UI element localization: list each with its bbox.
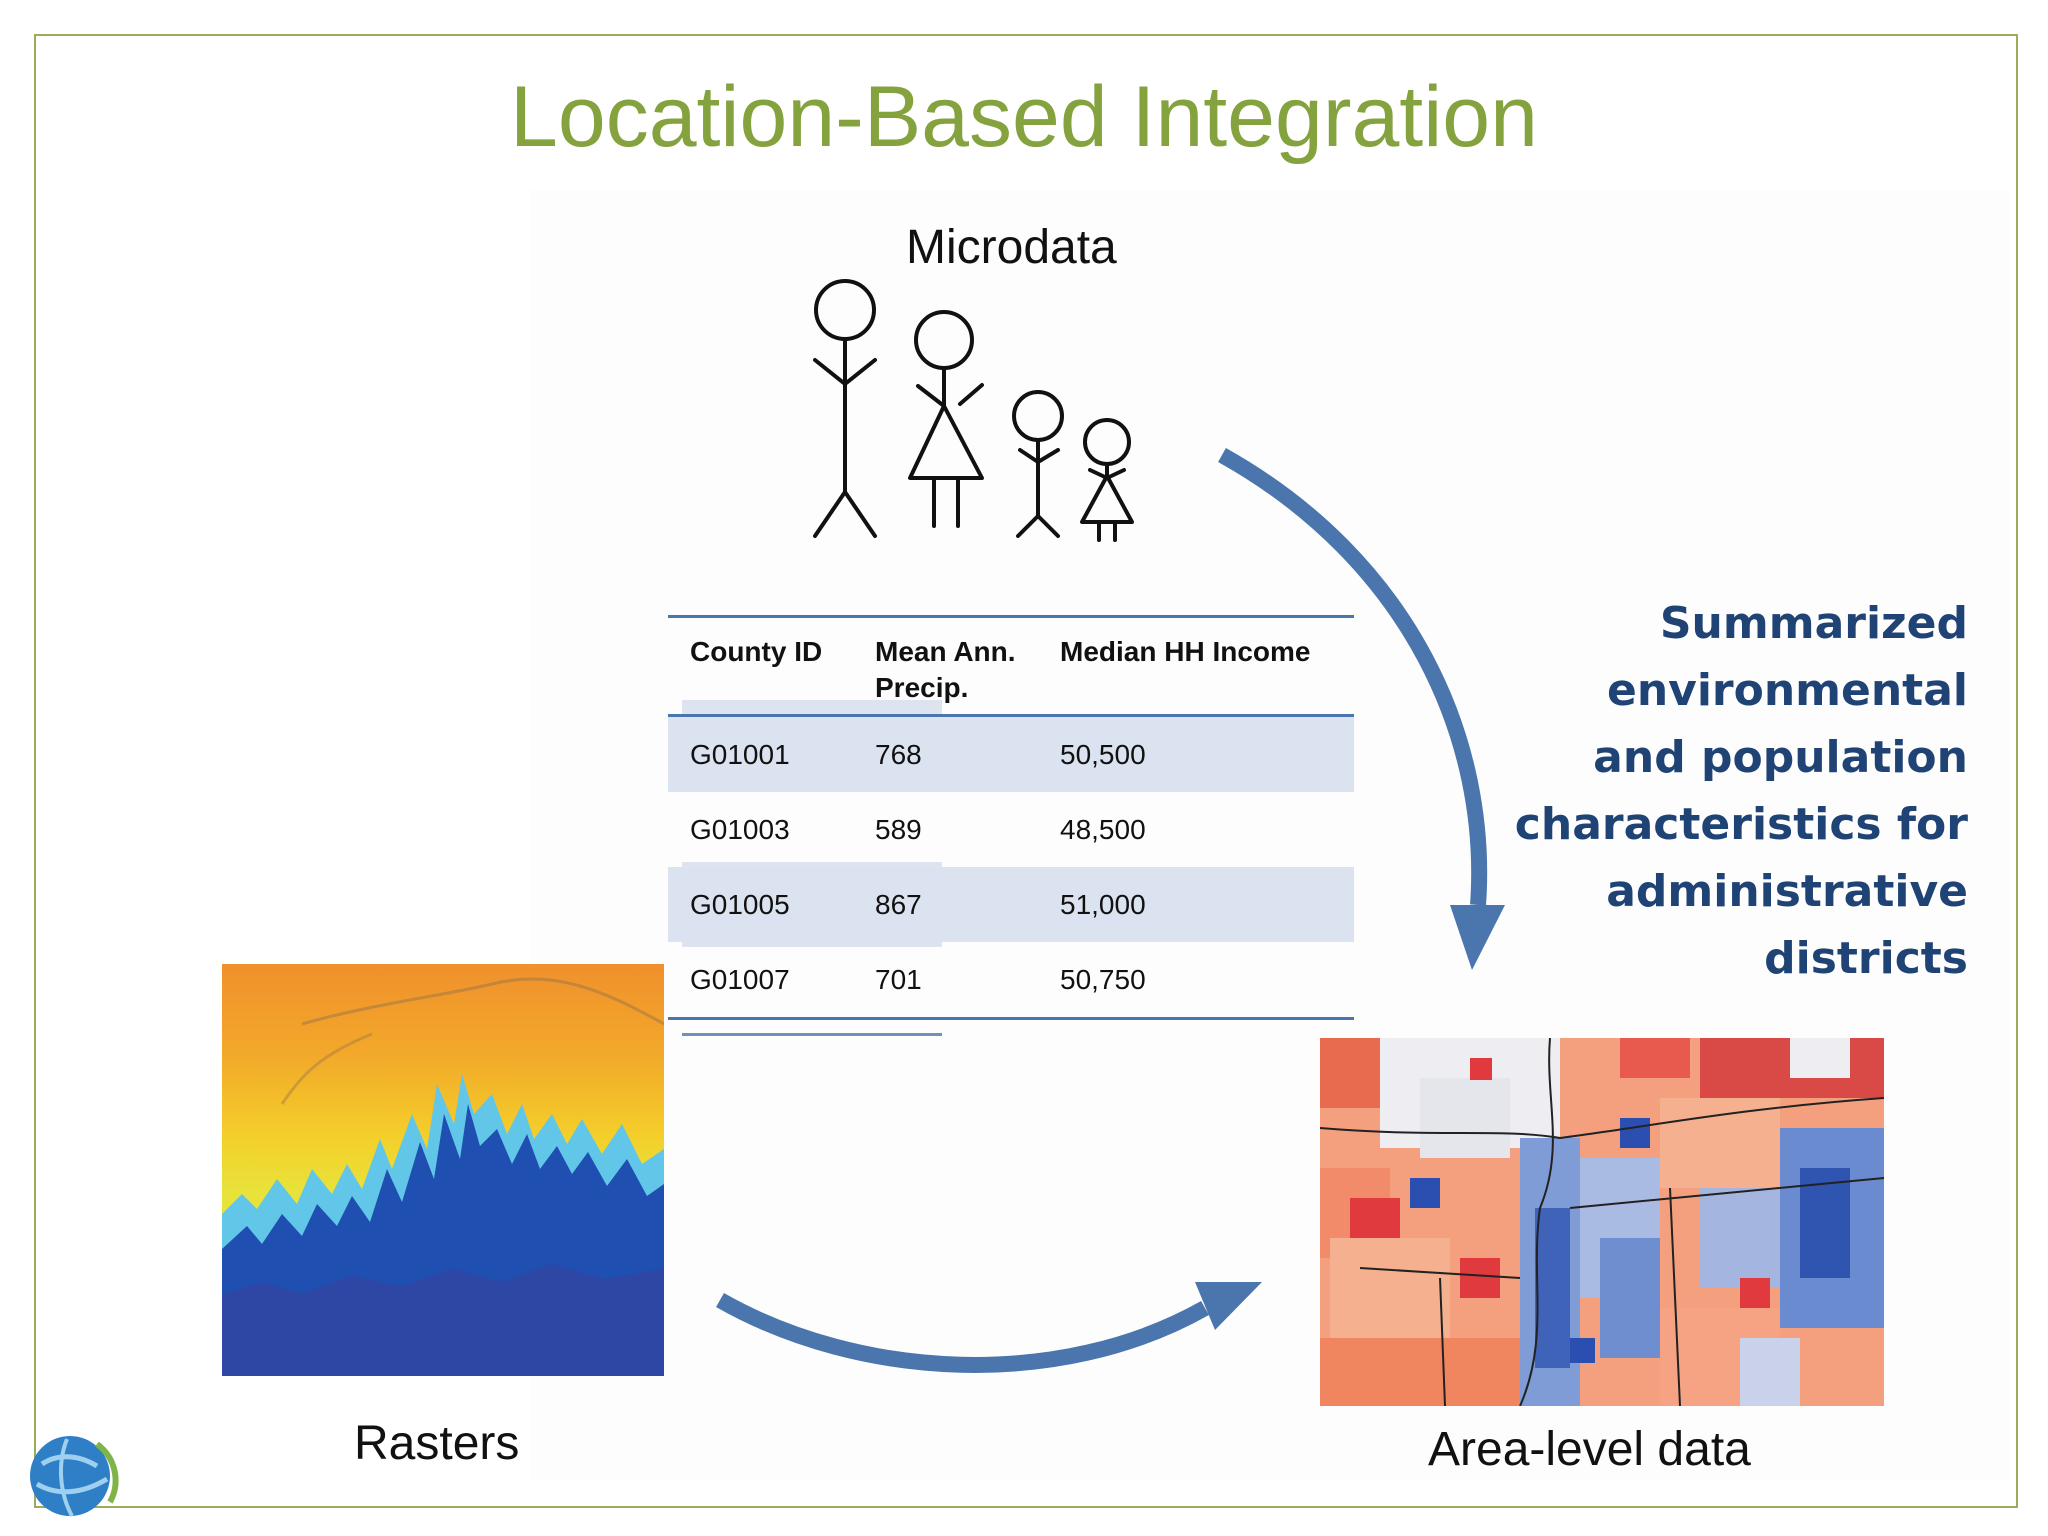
table-cell: 589 — [875, 813, 922, 845]
table-row: G01001 768 50,500 — [668, 715, 1354, 792]
table-row: G01003 589 48,500 — [668, 792, 1354, 867]
table-cell: 50,500 — [1038, 715, 1354, 792]
slide-title: Location-Based Integration — [510, 69, 1538, 165]
county-data-table: County ID Mean Ann. Precip. Median HH In… — [668, 615, 1354, 1020]
elevation-raster-map — [222, 964, 664, 1376]
summary-line: districts — [1764, 933, 1968, 984]
summary-line: administrative — [1606, 866, 1968, 917]
summary-line: and population — [1593, 732, 1968, 783]
table-cell: G01003 — [690, 813, 790, 845]
table-cell: 48,500 — [1060, 813, 1146, 845]
header-mean-precip: Mean Ann. Precip. — [853, 615, 1038, 716]
county-choropleth-map — [1320, 1038, 1884, 1406]
table-cell: 867 — [853, 867, 1038, 942]
summary-line: characteristics for — [1514, 799, 1968, 850]
slide-frame — [34, 34, 2018, 1508]
table-cell: G01001 — [668, 715, 853, 792]
summary-line: Summarized — [1659, 598, 1968, 649]
table-cell: 50,750 — [1038, 942, 1354, 1020]
area-level-label: Area-level data — [1428, 1423, 1751, 1476]
table-header-row: County ID Mean Ann. Precip. Median HH In… — [668, 615, 1354, 716]
globe-logo-icon — [30, 1436, 119, 1517]
table-ghost-rule — [682, 1033, 942, 1036]
rasters-label: Rasters — [354, 1417, 520, 1470]
microdata-label: Microdata — [906, 221, 1117, 274]
table-row: G01007 701 50,750 — [668, 942, 1354, 1020]
table-cell: 701 — [853, 942, 1038, 1020]
table-cell: G01005 — [668, 867, 853, 942]
table-cell: G01007 — [668, 942, 853, 1020]
header-county-id: County ID — [668, 615, 853, 716]
header-median-income: Median HH Income — [1038, 615, 1354, 716]
table-row: G01005 867 51,000 — [668, 867, 1354, 942]
summary-text: Summarized environmental and population … — [1448, 590, 1968, 992]
table-cell: 768 — [853, 715, 1038, 792]
summary-line: environmental — [1606, 665, 1968, 716]
table-cell: 51,000 — [1038, 867, 1354, 942]
